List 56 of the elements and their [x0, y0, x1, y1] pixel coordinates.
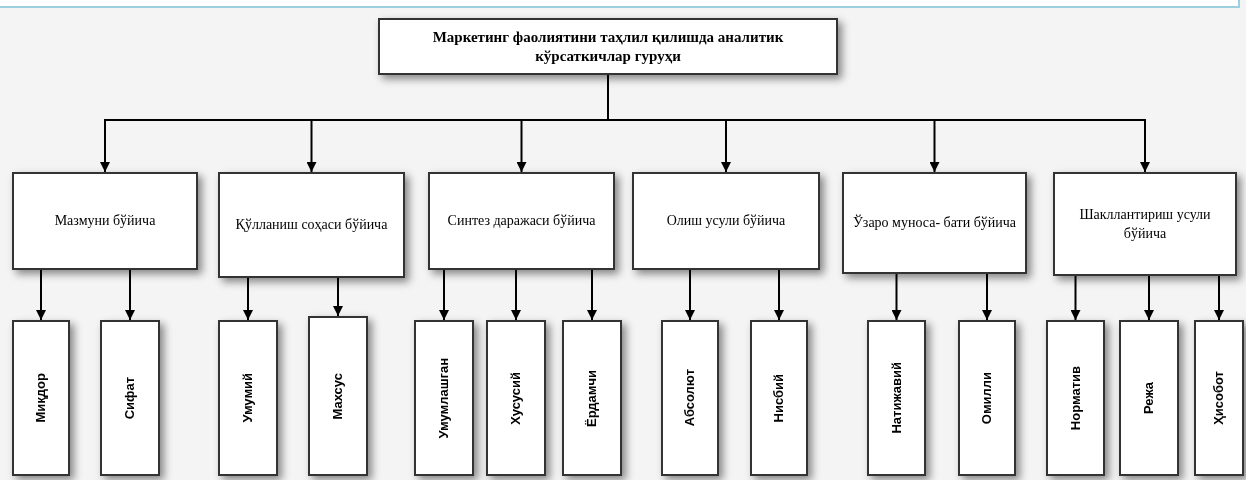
category-label: Умумий: [239, 373, 257, 423]
arrow: [982, 273, 992, 321]
arrow: [1144, 275, 1154, 321]
group-label: Шакллантириш усули бўйича: [1078, 205, 1212, 243]
group-label: Синтез даражаси бўйича: [447, 212, 596, 231]
category-box: [218, 320, 278, 476]
category-label: Махсус: [329, 372, 347, 420]
category-label: Умумлашган: [435, 357, 453, 439]
title-box: [378, 18, 838, 75]
arrow: [333, 277, 343, 317]
category-label: Ёрдамчи: [583, 369, 601, 427]
group-label: Мазмуни бўйича: [54, 212, 156, 231]
arrow: [439, 269, 449, 321]
category-box: [1119, 320, 1179, 476]
title-text: Маркетинг фаолиятини таҳлил қилишда аналитик кўрсаткичлар гуруҳи: [431, 27, 785, 66]
category-label: Нисбий: [770, 373, 788, 423]
group-label: Қўлланиш соҳаси бўйича: [235, 216, 388, 235]
arrow: [685, 269, 695, 321]
group-box: [632, 172, 820, 270]
group-box: [12, 172, 198, 270]
category-box: [100, 320, 160, 476]
group-box: [428, 172, 615, 270]
group-label: Олиш усули бўйича: [666, 212, 786, 231]
arrow: [243, 277, 253, 321]
category-box: [867, 320, 926, 476]
category-box: [750, 320, 808, 476]
category-label: Ҳисобот: [1210, 371, 1228, 425]
category-box: [562, 320, 622, 476]
group-box: [218, 172, 405, 278]
category-label: Омилли: [978, 371, 996, 425]
arrow: [1214, 275, 1224, 321]
arrow: [511, 269, 521, 321]
category-label: Абсолют: [681, 369, 699, 427]
arrow: [587, 269, 597, 321]
category-label: Миқдор: [32, 373, 50, 423]
group-label: Ўзаро муноса- бати бўйича: [852, 213, 1017, 233]
category-box: [1046, 320, 1105, 476]
arrow: [36, 269, 46, 321]
arrow: [1070, 275, 1081, 321]
category-box: [12, 320, 70, 476]
category-box: [486, 320, 546, 476]
category-box: [661, 320, 719, 476]
category-label: Хусусий: [507, 371, 525, 425]
arrow: [125, 269, 135, 321]
category-box: [958, 320, 1016, 476]
category-label: Натижавий: [887, 362, 905, 434]
arrow: [891, 273, 902, 321]
category-label: Сифат: [121, 376, 139, 420]
arrow: [774, 269, 784, 321]
category-box: [308, 316, 368, 476]
category-label: Норматив: [1066, 365, 1084, 431]
category-label: Режа: [1140, 382, 1158, 414]
category-box: [1194, 320, 1244, 476]
category-box: [414, 320, 474, 476]
group-box: [842, 172, 1027, 274]
group-box: [1053, 172, 1237, 276]
